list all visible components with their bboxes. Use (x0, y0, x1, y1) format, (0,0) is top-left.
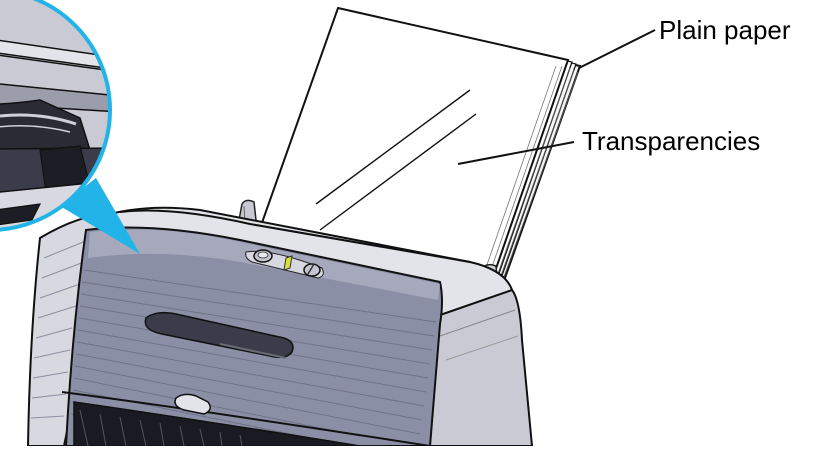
power-button-icon[interactable] (254, 250, 272, 262)
plain-paper-leader-line (579, 30, 655, 68)
plain-paper-label: Plain paper (659, 17, 791, 43)
resume-button-icon[interactable] (304, 264, 320, 276)
transparencies-label: Transparencies (582, 128, 760, 154)
